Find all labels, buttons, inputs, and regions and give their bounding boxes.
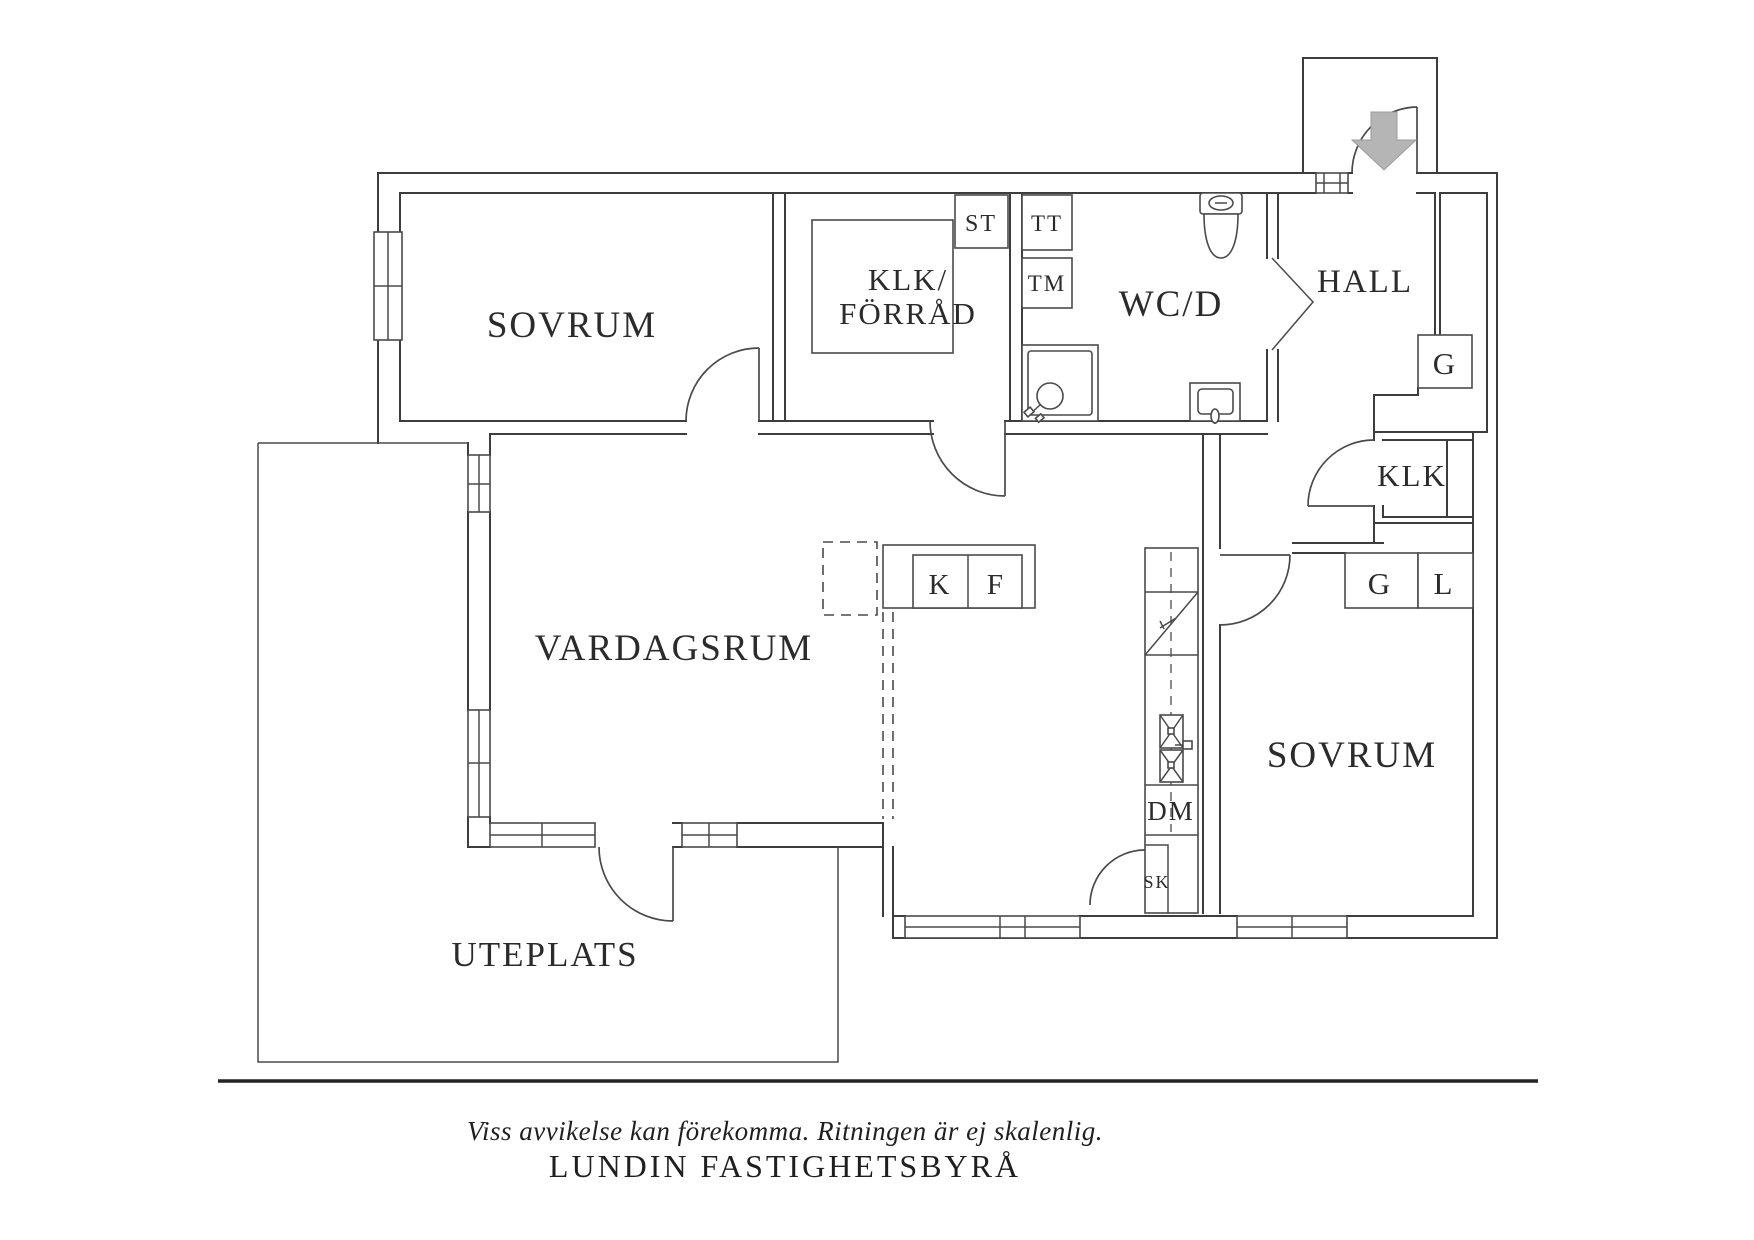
label-sk: SK [1143,872,1170,892]
label-sovrum-tl: SOVRUM [487,305,657,346]
label-tm: TM [1028,271,1067,296]
label-f: F [987,569,1005,601]
label-g-hall: G [1433,346,1457,381]
washbasin-icon [1189,382,1241,424]
windows [373,172,1349,939]
label-k: K [929,569,952,601]
label-sovrum-right: SOVRUM [1267,735,1437,776]
label-klk-forrad-1: KLK/ [868,262,948,297]
label-dm: DM [1147,796,1195,826]
toilet-icon [1199,192,1243,259]
window-icon [373,231,403,341]
shower-icon [1021,344,1099,424]
footer-disclaimer: Viss avvikelse kan förekomma. Ritningen … [467,1116,1103,1146]
label-vardagsrum: VARDAGSRUM [535,628,813,669]
label-uteplats: UTEPLATS [451,935,638,974]
label-hall: HALL [1317,264,1413,300]
window-icon [904,915,1081,939]
window-icon [489,822,596,848]
doors [598,347,1375,922]
bathroom-fixtures [1021,192,1243,424]
st-closet [954,194,1009,249]
label-klk-forrad-2: FÖRRÅD [839,296,977,331]
footer-brand: LUNDIN FASTIGHETSBYRÅ [549,1148,1021,1184]
klk-forrad-inset [811,219,954,354]
label-l: L [1434,566,1455,601]
kitchen [822,541,1199,914]
tm-appliance [1021,257,1073,309]
window-icon [1315,172,1349,194]
interior-walls [257,192,1474,1063]
label-st: ST [965,211,997,237]
label-wcd: WC/D [1119,284,1224,325]
window-icon [467,454,491,513]
fixture-labels: ST TT TM G G L K F DM SK [929,211,1457,892]
label-g: G [1368,566,1392,601]
hall-g-closet [1417,334,1473,389]
g-closet [1344,552,1419,609]
window-icon [681,822,738,848]
label-klk-right: KLK [1377,458,1447,493]
window-icon [467,709,491,818]
entry-vestibule [1302,57,1438,174]
l-closet [1417,552,1474,609]
room-labels: SOVRUM KLK/ FÖRRÅD WC/D HALL KLK VARDAGS… [451,262,1447,974]
footer: Viss avvikelse kan förekomma. Ritningen … [218,1079,1538,1184]
sink-icon [1159,714,1193,783]
label-tt: TT [1031,211,1063,236]
dashed-opening [822,541,878,616]
tt-appliance [1021,194,1073,251]
entry-arrow-icon [1350,111,1418,171]
window-icon [1236,915,1348,939]
closet-boxes [811,194,1474,609]
